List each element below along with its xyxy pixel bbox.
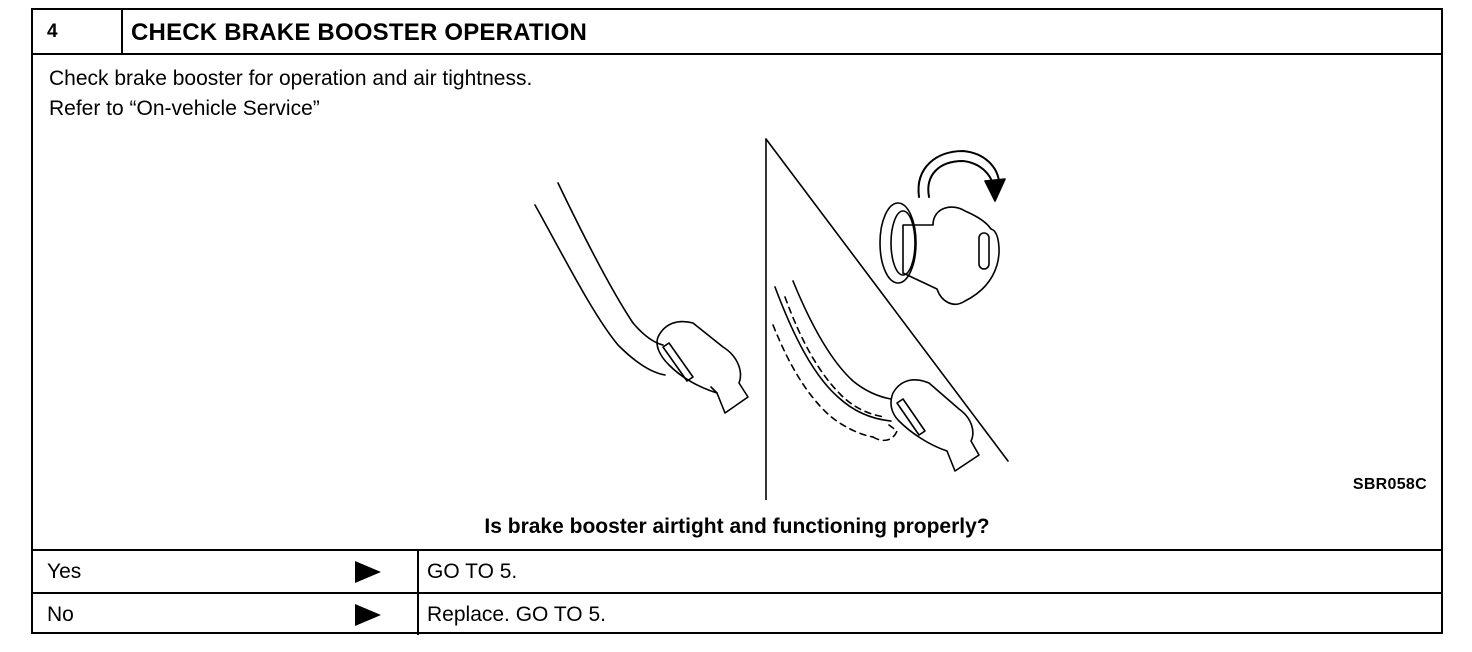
result-action: Replace. GO TO 5. bbox=[427, 603, 606, 626]
instruction-line: Check brake booster for operation and ai… bbox=[49, 67, 533, 90]
firewall-line bbox=[765, 138, 1009, 462]
step-header: 4 CHECK BRAKE BOOSTER OPERATION bbox=[33, 10, 1441, 55]
figure-code: SBR058C bbox=[1352, 476, 1427, 493]
arrow-right-icon bbox=[355, 561, 381, 583]
column-divider bbox=[417, 551, 419, 592]
result-row-no: No Replace. GO TO 5. bbox=[33, 592, 1441, 635]
result-row-yes: Yes GO TO 5. bbox=[33, 549, 1441, 592]
column-divider bbox=[417, 594, 419, 635]
result-answer: No bbox=[47, 603, 74, 626]
instruction-text: Check brake booster for operation and ai… bbox=[49, 64, 532, 124]
arrow-right-icon bbox=[355, 604, 381, 626]
instruction-line: Refer to “On-vehicle Service” bbox=[49, 97, 320, 120]
rotation-arrow-icon bbox=[917, 150, 1006, 202]
inspection-step-table: 4 CHECK BRAKE BOOSTER OPERATION Check br… bbox=[31, 8, 1443, 635]
brake-pedal-illustration bbox=[534, 138, 1009, 500]
ignition-key bbox=[879, 202, 1000, 305]
result-action: GO TO 5. bbox=[427, 560, 518, 583]
inspection-question: Is brake booster airtight and functionin… bbox=[484, 515, 990, 538]
step-number: 4 bbox=[33, 10, 123, 53]
brake-pedal-left bbox=[534, 182, 749, 414]
result-answer: Yes bbox=[47, 560, 82, 583]
brake-pedal-released-dashed bbox=[772, 296, 898, 442]
brake-pedal-right bbox=[774, 280, 980, 472]
step-title: CHECK BRAKE BOOSTER OPERATION bbox=[131, 19, 588, 46]
